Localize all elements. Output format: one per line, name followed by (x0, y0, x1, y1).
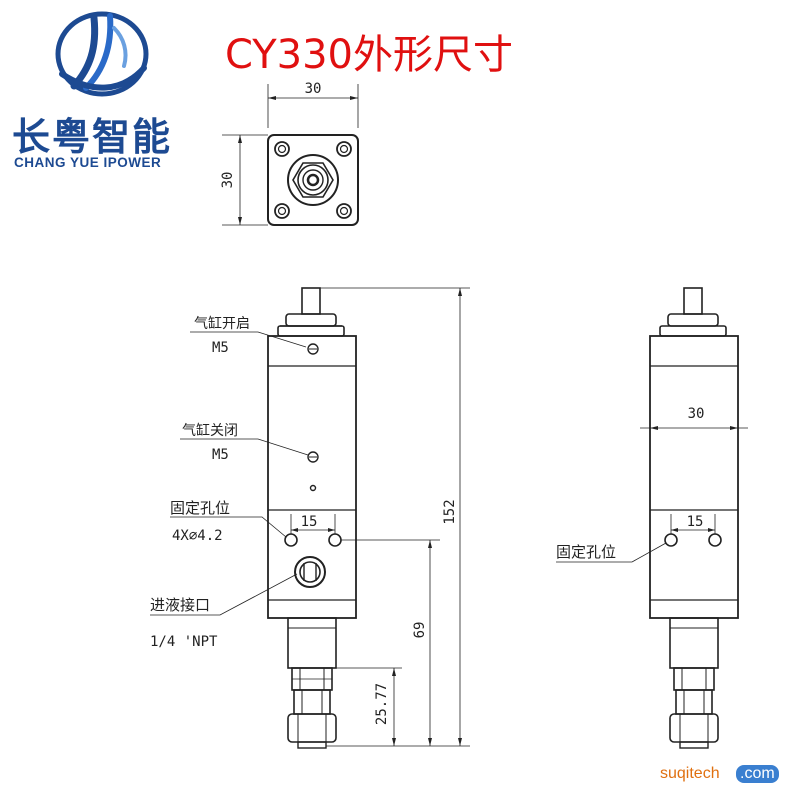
side-hole-spacing-dim: 15 (687, 514, 704, 530)
mount-height-dim: 69 (412, 622, 428, 639)
fitting-height-dim: 25.77 (374, 683, 390, 725)
total-height-dim: 152 (442, 499, 458, 524)
swoosh-globe-logo-icon (55, 11, 149, 97)
side-width-dim: 30 (688, 406, 705, 422)
top-width-dim: 30 (305, 81, 322, 97)
side-mount-holes-label: 固定孔位 (556, 543, 616, 561)
cylinder-close-label: 气缸关闭 (182, 422, 238, 439)
fluid-inlet-label: 进液接口 (150, 596, 210, 614)
watermark-right: .com (736, 765, 779, 783)
mount-holes-spec: 4X∅4.2 (172, 528, 223, 544)
top-height-dim: 30 (220, 172, 236, 189)
cylinder-close-thread: M5 (212, 447, 229, 463)
watermark-left: suqitech (660, 765, 720, 782)
drawing-title: CY330外形尺寸 (225, 32, 514, 78)
cylinder-open-thread: M5 (212, 340, 229, 356)
brand-name-en: CHANG YUE IPOWER (14, 155, 162, 170)
top-view (222, 84, 359, 226)
side-view (556, 287, 748, 749)
brand-name-cn: 长粤智能 (12, 115, 173, 159)
front-hole-spacing-dim: 15 (301, 514, 318, 530)
front-view (150, 287, 470, 749)
mount-holes-label: 固定孔位 (170, 499, 230, 517)
cylinder-open-label: 气缸开启 (194, 315, 250, 332)
fluid-inlet-thread: 1/4 'NPT (150, 634, 218, 650)
